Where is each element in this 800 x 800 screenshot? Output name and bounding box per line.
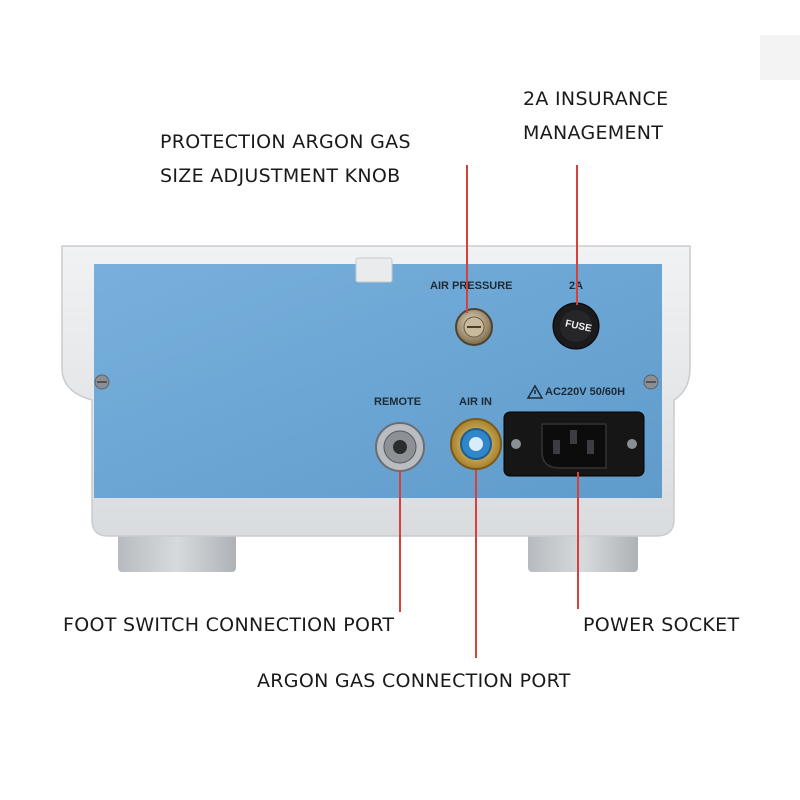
callout-foot-switch: FOOT SWITCH CONNECTION PORT	[63, 614, 395, 636]
leader-argon-port	[475, 470, 477, 658]
leader-foot-switch	[399, 470, 401, 612]
leader-fuse	[576, 165, 578, 305]
warning-icon	[526, 384, 544, 399]
leader-knob	[466, 165, 468, 313]
callout-argon-port: ARGON GAS CONNECTION PORT	[257, 670, 571, 692]
air-in-label: AIR IN	[459, 396, 492, 408]
callout-power-socket: POWER SOCKET	[583, 614, 740, 636]
air-pressure-label: AIR PRESSURE	[430, 280, 513, 292]
right-foot	[528, 528, 638, 572]
callout-fuse-line-1: 2A INSURANCE	[523, 88, 669, 110]
panel-tab	[355, 257, 393, 283]
ac-rating-label: AC220V 50/60H	[545, 386, 626, 398]
leader-power-socket	[577, 472, 579, 609]
callout-knob-line-1: PROTECTION ARGON GAS	[160, 131, 411, 153]
remote-label: REMOTE	[374, 396, 422, 408]
corner-placeholder	[760, 35, 800, 80]
callout-knob: PROTECTION ARGON GAS SIZE ADJUSTMENT KNO…	[160, 125, 411, 193]
callout-knob-line-2: SIZE ADJUSTMENT KNOB	[160, 165, 401, 187]
callout-fuse-line-2: MANAGEMENT	[523, 122, 664, 144]
callout-fuse: 2A INSURANCE MANAGEMENT	[523, 82, 668, 150]
left-foot	[118, 528, 236, 572]
